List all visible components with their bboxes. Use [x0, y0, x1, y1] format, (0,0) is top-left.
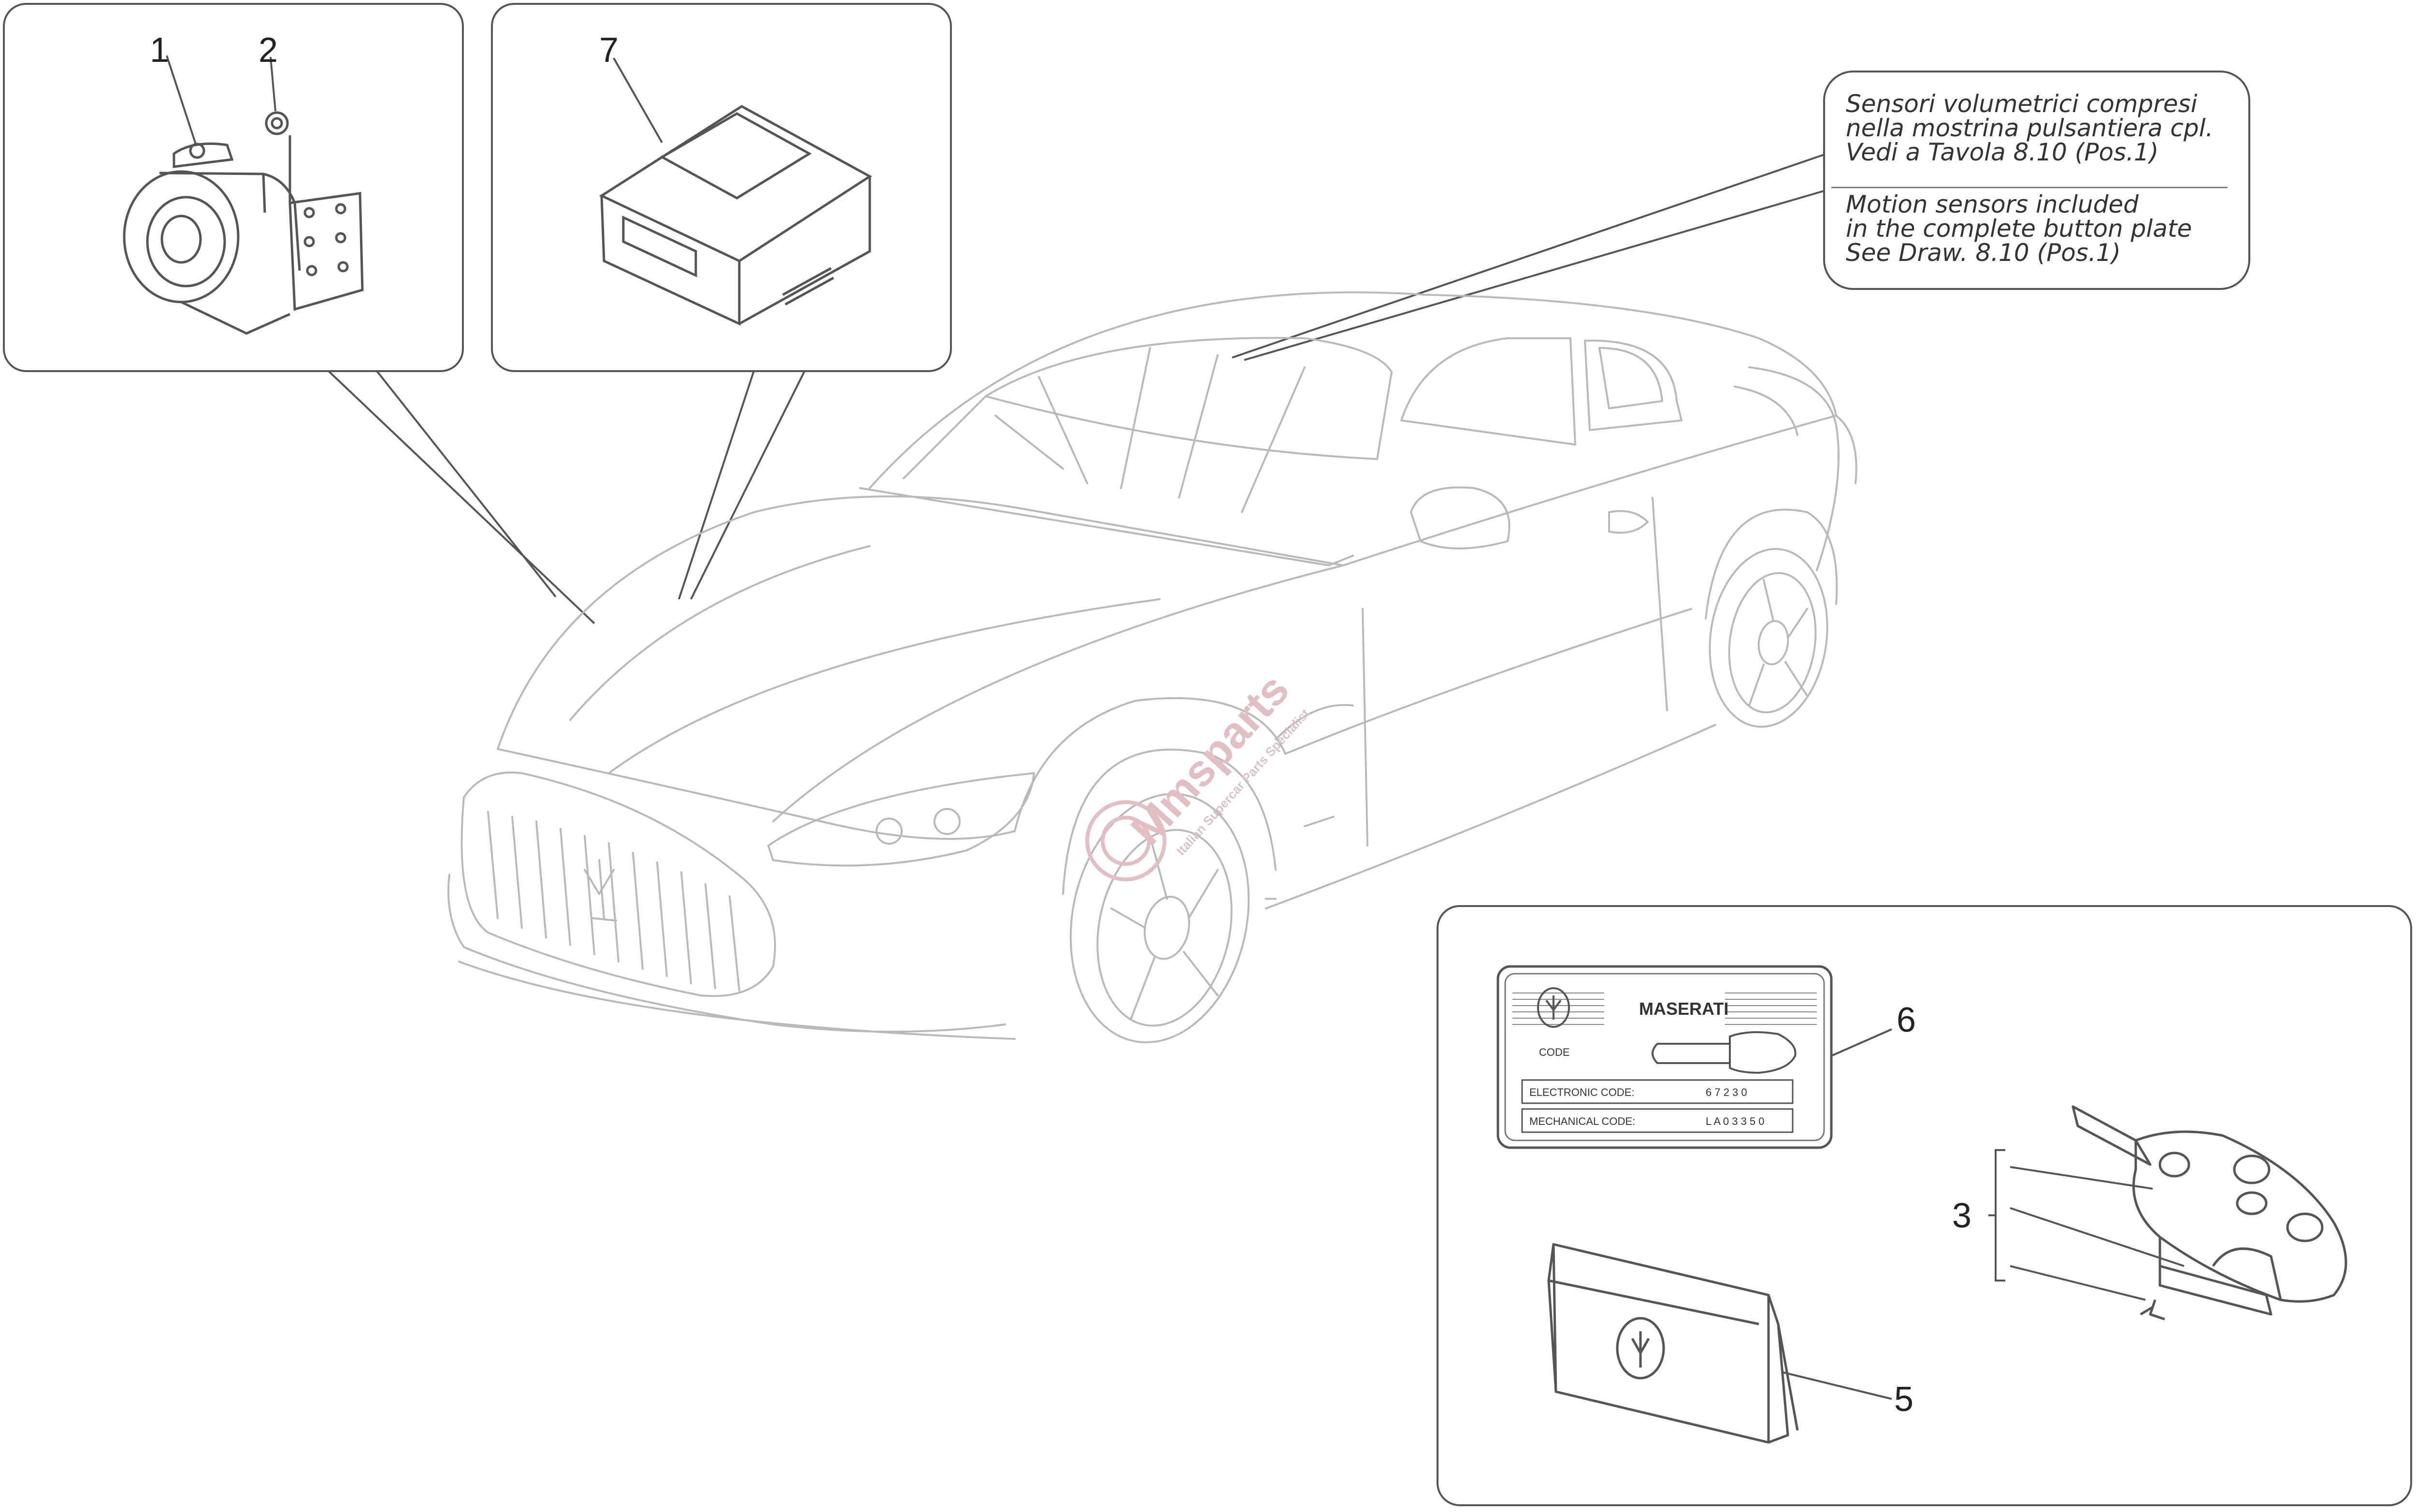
callout-2: 2 [259, 31, 278, 70]
note-it-line-3: Vedi a Tavola 8.10 (Pos.1) [1846, 138, 2158, 166]
callout-5: 5 [1894, 1380, 1913, 1419]
car-illustration [447, 291, 1857, 1044]
note-en-line-1: Motion sensors included [1846, 190, 2139, 218]
callout-1: 1 [150, 31, 169, 70]
control-unit-panel: 7 [491, 3, 952, 600]
note-en-line-2: in the complete button plate [1846, 215, 2192, 243]
note-it-line-1: Sensori volumetrici compresi [1846, 90, 2198, 118]
plate-code-label: CODE [1539, 1046, 1570, 1058]
control-unit-part [599, 105, 872, 326]
siren-part [123, 135, 364, 335]
key-outline-icon [1652, 1031, 1797, 1074]
note-it-line-2: nella mostrina pulsantiera cpl. [1846, 114, 2213, 142]
note-en-line-3: See Draw. 8.10 (Pos.1) [1846, 239, 2121, 267]
callout-7: 7 [599, 31, 618, 70]
plate-mechanical-label: MECHANICAL CODE: [1529, 1115, 1635, 1127]
siren-panel: 1 2 [3, 3, 595, 624]
code-plate: MASERATI CODE ELECTRONIC CODE: 6 7 2 3 0… [1496, 965, 1833, 1149]
callout-6: 6 [1897, 1001, 1916, 1039]
key-kit-panel: MASERATI CODE ELECTRONIC CODE: 6 7 2 3 0… [1437, 905, 2412, 1506]
motion-sensor-note: Sensori volumetrici compresi nella mostr… [1232, 71, 2250, 361]
trident-logo-icon [1537, 987, 1570, 1028]
documentation-folder [1547, 1243, 1799, 1444]
watermark-logo-icon [1085, 800, 1166, 881]
plate-electronic-label: ELECTRONIC CODE: [1529, 1086, 1635, 1098]
screw-part [265, 111, 289, 135]
plate-mechanical-value: L A 0 3 3 5 0 [1706, 1115, 1765, 1127]
plate-brand: MASERATI [1639, 999, 1728, 1019]
remote-key [2071, 1105, 2347, 1321]
plate-electronic-value: 6 7 2 3 0 [1706, 1086, 1747, 1098]
callout-3: 3 [1952, 1196, 1971, 1235]
